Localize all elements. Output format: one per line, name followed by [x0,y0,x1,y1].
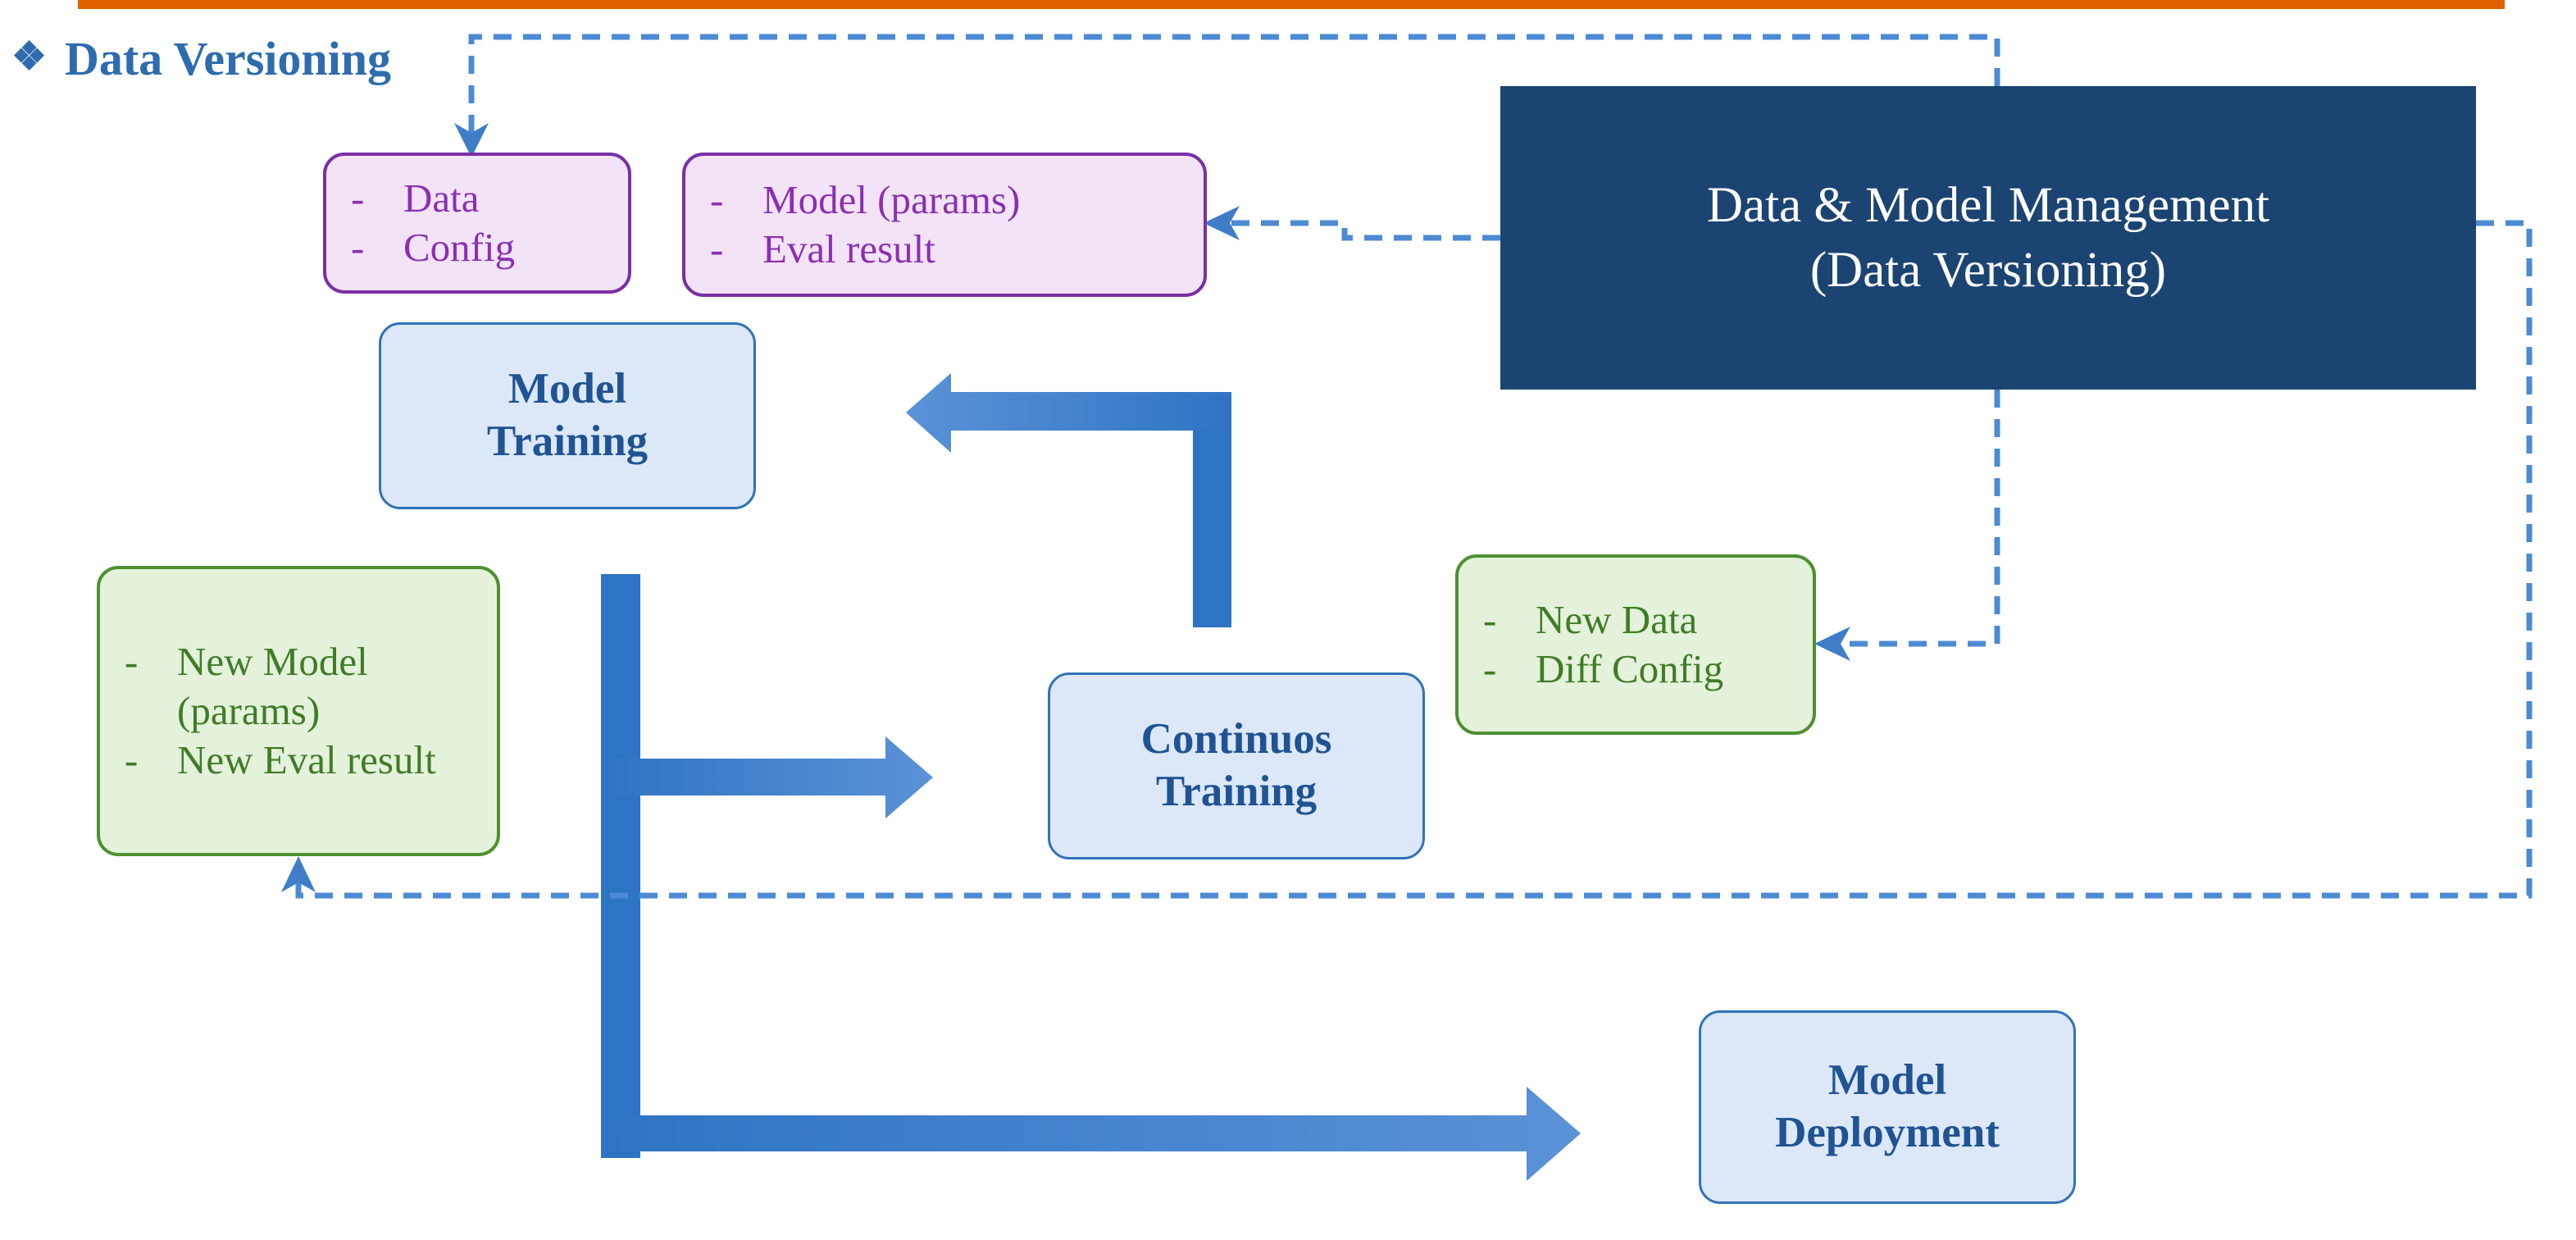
arrow-trunk-vertical [601,574,640,1158]
management-line1: Data & Model Management [1706,177,2270,233]
node-new-model[interactable]: - New Model (params) - New Eval result [97,566,500,856]
node-continuous-training[interactable]: Continuos Training [1048,672,1425,859]
node-model-eval[interactable]: - Model (params) - Eval result [682,153,1207,297]
arrowhead-left-new-data [1814,627,1850,661]
list-dash: - [1483,646,1497,691]
model-eval-list: - Model (params) - Eval result [685,176,1204,274]
continuous-training-line2: Training [1155,768,1318,815]
arrow-continuous-to-training [906,373,1231,627]
list-item: - New Data [1483,595,1805,645]
arrowhead-up-new-model [281,856,316,892]
list-dash: - [1483,597,1497,643]
accent-bar [78,0,2505,9]
management-label: Data & Model Management (Data Versioning… [1707,173,2269,303]
list-dash: - [710,226,724,271]
list-item: - Eval result [710,225,1195,274]
model-training-line2: Training [486,417,649,465]
list-text: Eval result [762,226,935,271]
list-dash: - [710,177,724,223]
continuous-training-line1: Continuos [1140,715,1332,764]
list-item: - Data [351,174,620,223]
dashed-management-to-model-eval [1222,220,1500,241]
list-item: - Config [351,223,620,272]
continuous-training-label: Continuos Training [1141,713,1332,818]
management-line2: (Data Versioning) [1809,243,2167,298]
model-deployment-label: Model Deployment [1775,1055,2000,1159]
list-text: Model (params) [762,177,1021,223]
list-text: New Model (params) [177,639,368,734]
arrow-trunk-to-deployment [601,1087,1581,1181]
arrow-trunk-to-continuous [601,736,933,818]
list-item: - New Eval result [125,736,489,785]
list-dash: - [125,736,139,782]
arrowhead-left-model-eval [1204,206,1240,240]
list-item: - New Model (params) [125,637,489,736]
model-deployment-line2: Deployment [1775,1109,2000,1156]
page-title: ❖ Data Versioning [11,34,391,84]
node-new-data[interactable]: - New Data - Diff Config [1455,554,1816,735]
model-deployment-line1: Model [1827,1056,1947,1105]
list-item: - Model (params) [710,176,1195,225]
list-text: Data [403,176,480,221]
list-dash: - [125,639,139,685]
list-text: New Data [1536,597,1698,643]
data-config-list: - Data - Config [326,174,628,272]
model-training-line1: Model [507,365,627,413]
node-model-deployment[interactable]: Model Deployment [1699,1010,2076,1204]
new-data-list: - New Data - Diff Config [1459,595,1813,694]
new-model-list: - New Model (params) - New Eval result [100,637,497,784]
page-title-text: Data Versioning [65,32,392,85]
node-model-training[interactable]: Model Training [379,322,756,509]
list-text: New Eval result [177,736,436,782]
list-dash: - [351,225,365,270]
node-data-config[interactable]: - Data - Config [323,153,631,294]
model-training-label: Model Training [487,363,648,467]
list-dash: - [351,176,365,221]
node-data-model-management[interactable]: Data & Model Management (Data Versioning… [1500,86,2476,390]
dashed-management-to-new-data [1834,390,2000,647]
list-text: Config [403,225,516,270]
diamond-bullet-icon: ❖ [11,35,48,79]
list-item: - Diff Config [1483,645,1805,694]
list-text: Diff Config [1536,646,1724,691]
